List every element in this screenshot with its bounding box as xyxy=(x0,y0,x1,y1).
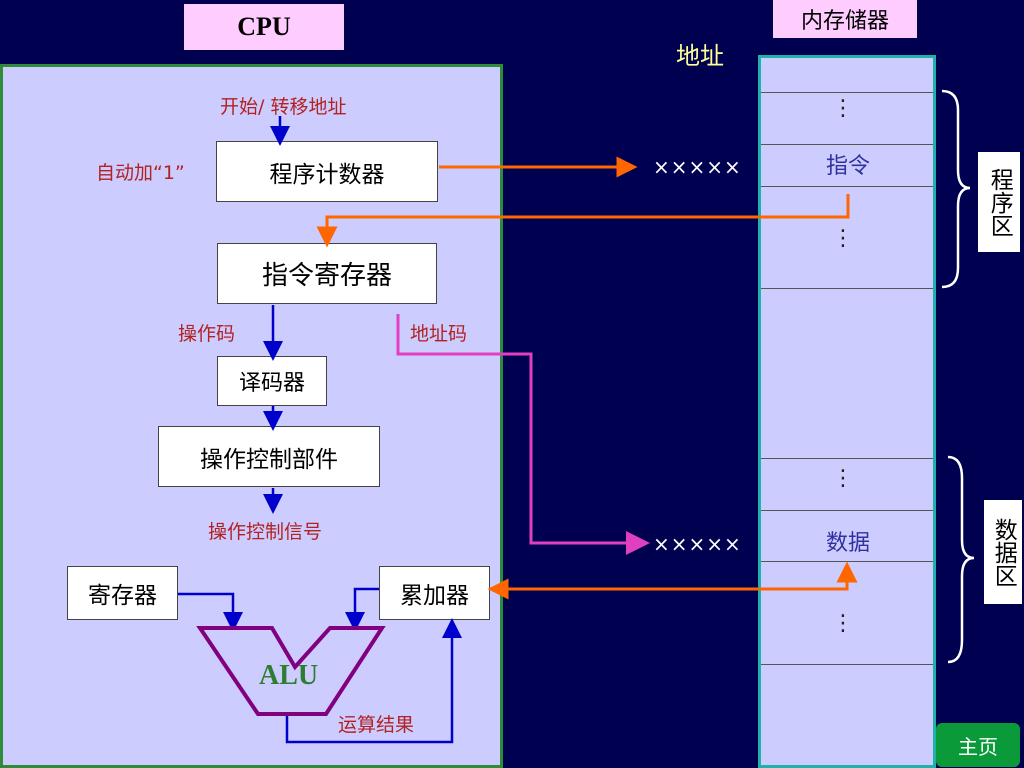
instruction-cell: 指令 xyxy=(826,154,871,179)
program-counter: 程序计数器 xyxy=(216,141,438,202)
register-alu-arrow xyxy=(178,592,243,632)
start-transfer-label: 开始/ 转移地址 xyxy=(220,96,347,118)
data-zone-label: 数据区 xyxy=(984,500,1022,604)
decoder: 译码器 xyxy=(217,356,327,406)
address-code-arrow xyxy=(396,314,650,555)
address-label: 地址 xyxy=(676,42,724,70)
data-address: ××××× xyxy=(653,532,742,556)
control-signal-label: 操作控制信号 xyxy=(208,521,323,543)
alu-shape xyxy=(196,626,386,716)
program-zone-brace xyxy=(941,89,971,289)
register: 寄存器 xyxy=(67,566,178,620)
ellipsis-4: ⋮ xyxy=(832,611,854,636)
control-unit: 操作控制部件 xyxy=(158,426,380,487)
accumulator-alu-arrow xyxy=(345,587,379,632)
instruction-ir-arrow xyxy=(316,194,850,248)
ellipsis-2: ⋮ xyxy=(832,226,854,251)
ellipsis-1: ⋮ xyxy=(832,96,854,121)
home-button[interactable]: 主页 xyxy=(936,723,1020,767)
alu-label: ALU xyxy=(259,660,319,691)
accumulator: 累加器 xyxy=(379,566,490,620)
data-cell: 数据 xyxy=(826,531,871,556)
data-accumulator-arrow xyxy=(487,574,849,600)
opcode-label: 操作码 xyxy=(178,323,236,345)
cpu-title: CPU xyxy=(184,4,344,50)
result-arrow xyxy=(285,618,462,744)
instruction-address: ××××× xyxy=(653,155,742,179)
memory-title: 内存储器 xyxy=(773,0,917,38)
result-label: 运算结果 xyxy=(338,714,415,736)
address-code-label: 地址码 xyxy=(410,323,468,345)
memory-panel xyxy=(758,55,936,768)
instruction-register: 指令寄存器 xyxy=(217,243,437,304)
ellipsis-3: ⋮ xyxy=(832,466,854,491)
data-zone-brace xyxy=(947,455,975,664)
auto-increment-label: 自动加“1” xyxy=(96,162,185,184)
program-zone-label: 程序区 xyxy=(978,152,1020,252)
